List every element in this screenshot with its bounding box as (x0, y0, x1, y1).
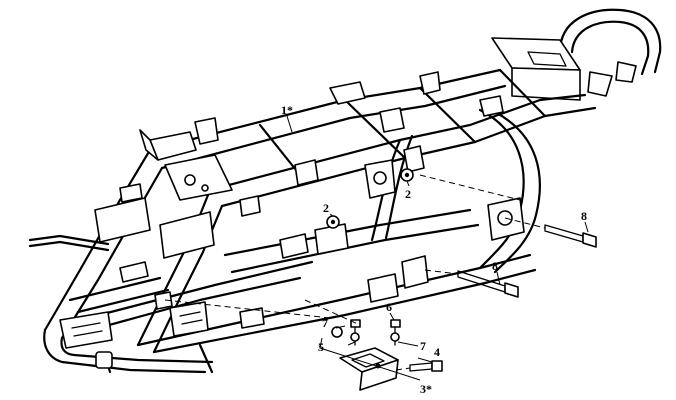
part-bracket (339, 347, 399, 391)
assembly-lines (164, 174, 521, 326)
callout-bolt-long-right: 8 (581, 209, 587, 223)
part-bolts-upright (350, 319, 401, 346)
callout-frame: 1* (281, 103, 293, 117)
part-bolt-long-right (504, 217, 597, 248)
callout-washer: 5 (318, 340, 324, 354)
callout-bolt-a: 7 (322, 316, 328, 330)
callout-bolt-small: 4 (434, 345, 440, 359)
callout-bracket: 3* (420, 382, 432, 396)
part-washer (331, 326, 343, 338)
part-bolt-small (395, 360, 443, 372)
main-frame (28, 8, 662, 374)
callout-nut-left: 2 (323, 201, 329, 215)
frame-brackets (59, 61, 637, 349)
callout-bolt-long-mid: 8 (492, 259, 498, 273)
part-nut-left (326, 215, 340, 229)
callout-nut-right: 2 (405, 187, 411, 201)
leader-lines (286, 115, 589, 381)
part-bolt-long-mid (424, 269, 519, 298)
callout-bolt-upright: 6 (386, 300, 392, 314)
callout-bolt-b: 7 (420, 339, 426, 353)
part-nut-right (400, 168, 414, 182)
